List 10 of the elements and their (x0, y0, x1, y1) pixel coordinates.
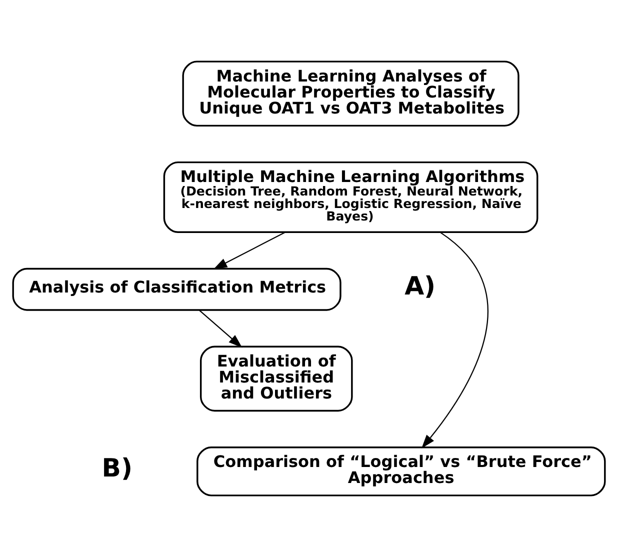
arrow (199, 310, 242, 348)
node-box: Machine Learning Analyses of Molecular Properties to Classify Unique OAT1 vs OAT3 Metabolites (182, 60, 520, 127)
label: B) (102, 454, 133, 483)
node-box: Evaluation of Misclassified and Outliers (200, 346, 353, 412)
arrow (422, 232, 488, 448)
arrow (213, 232, 286, 270)
label: A) (404, 272, 436, 301)
node-box: Comparison of “Logical” vs “Brute Force” Approaches (196, 446, 606, 496)
node-box: Multiple Machine Learning Algorithms (Decision Tree, Random Forest, Neural Network, k-nearest neighbors, Logistic Regression, Naïve Bayes) (163, 161, 538, 233)
node-box: Analysis of Classification Metrics (12, 268, 342, 311)
